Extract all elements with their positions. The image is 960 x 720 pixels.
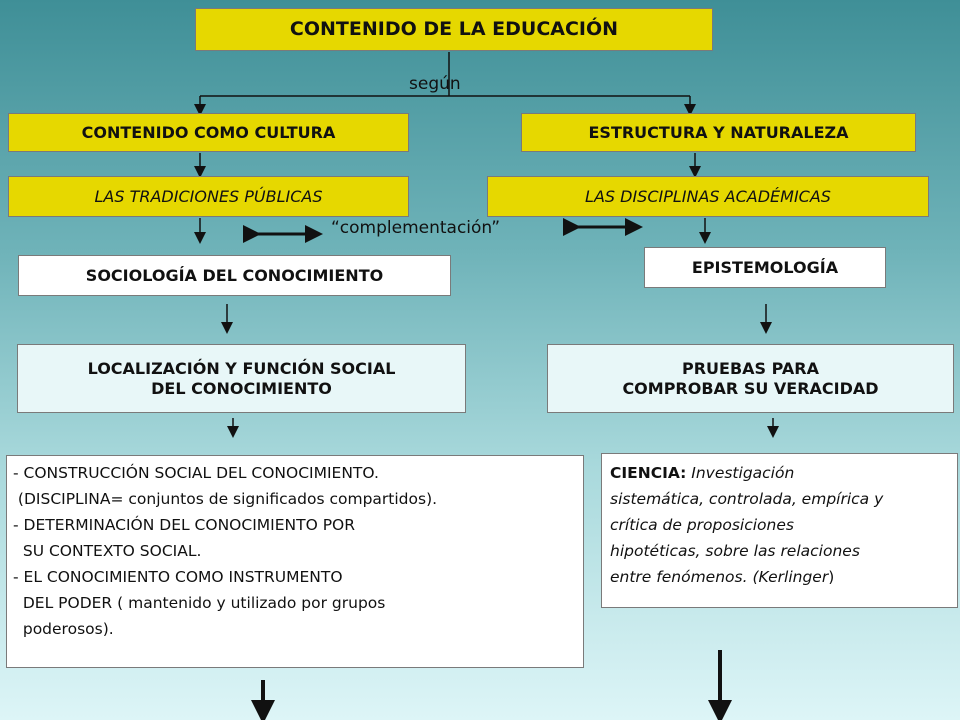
detail-line: poderosos). bbox=[13, 620, 114, 638]
detail-line: SU CONTEXTO SOCIAL. bbox=[13, 542, 202, 560]
science-def-line: Investigación bbox=[686, 464, 795, 482]
right-sub-box: LAS DISCIPLINAS ACADÉMICAS bbox=[487, 176, 929, 217]
left-branch-text: CONTENIDO COMO CULTURA bbox=[81, 122, 336, 142]
segun-label: según bbox=[409, 74, 461, 94]
left-purpose-line2: DEL CONOCIMIENTO bbox=[151, 378, 332, 398]
detail-line: (DISCIPLINA= conjuntos de significados c… bbox=[13, 490, 438, 508]
science-def-line: crítica de proposiciones bbox=[610, 516, 794, 534]
left-purpose-line1: LOCALIZACIÓN Y FUNCIÓN SOCIAL bbox=[87, 359, 396, 379]
right-field-box: EPISTEMOLOGÍA bbox=[644, 247, 886, 288]
detail-line: - DETERMINACIÓN DEL CONOCIMIENTO POR bbox=[13, 516, 356, 534]
science-definition-box: CIENCIA: Investigación sistemática, cont… bbox=[601, 453, 958, 608]
right-branch-box: ESTRUCTURA Y NATURALEZA bbox=[521, 113, 916, 152]
right-branch-text: ESTRUCTURA Y NATURALEZA bbox=[588, 122, 849, 142]
right-purpose-line2: COMPROBAR SU VERACIDAD bbox=[622, 378, 879, 398]
detail-line: - EL CONOCIMIENTO COMO INSTRUMENTO bbox=[13, 568, 343, 586]
left-sub-box: LAS TRADICIONES PÚBLICAS bbox=[8, 176, 409, 217]
science-def-line: entre fenómenos. ( bbox=[610, 568, 759, 586]
left-details-box: - CONSTRUCCIÓN SOCIAL DEL CONOCIMIENTO. … bbox=[6, 455, 584, 668]
detail-line: - CONSTRUCCIÓN SOCIAL DEL CONOCIMIENTO. bbox=[13, 464, 379, 482]
left-purpose-box: LOCALIZACIÓN Y FUNCIÓN SOCIAL DEL CONOCI… bbox=[17, 344, 466, 413]
left-sub-text: LAS TRADICIONES PÚBLICAS bbox=[94, 186, 323, 206]
science-def-line: sistemática, controlada, empírica y bbox=[610, 490, 884, 508]
science-term: CIENCIA: bbox=[610, 464, 687, 482]
right-field-text: EPISTEMOLOGÍA bbox=[691, 257, 839, 277]
complementacion-label: “complementación” bbox=[331, 218, 501, 238]
right-purpose-line1: PRUEBAS PARA bbox=[682, 359, 819, 379]
title-text: CONTENIDO DE LA EDUCACIÓN bbox=[289, 18, 619, 41]
detail-line: DEL PODER ( mantenido y utilizado por gr… bbox=[13, 594, 386, 612]
right-purpose-box: PRUEBAS PARA COMPROBAR SU VERACIDAD bbox=[547, 344, 954, 413]
science-def-line: hipotéticas, sobre las relaciones bbox=[610, 542, 860, 560]
left-field-text: SOCIOLOGÍA DEL CONOCIMIENTO bbox=[85, 265, 384, 285]
left-branch-box: CONTENIDO COMO CULTURA bbox=[8, 113, 409, 152]
left-field-box: SOCIOLOGÍA DEL CONOCIMIENTO bbox=[18, 255, 451, 296]
science-author: Kerlinger bbox=[758, 568, 829, 586]
right-sub-text: LAS DISCIPLINAS ACADÉMICAS bbox=[585, 186, 831, 206]
science-close: ) bbox=[828, 568, 835, 586]
title-box: CONTENIDO DE LA EDUCACIÓN bbox=[195, 8, 713, 51]
